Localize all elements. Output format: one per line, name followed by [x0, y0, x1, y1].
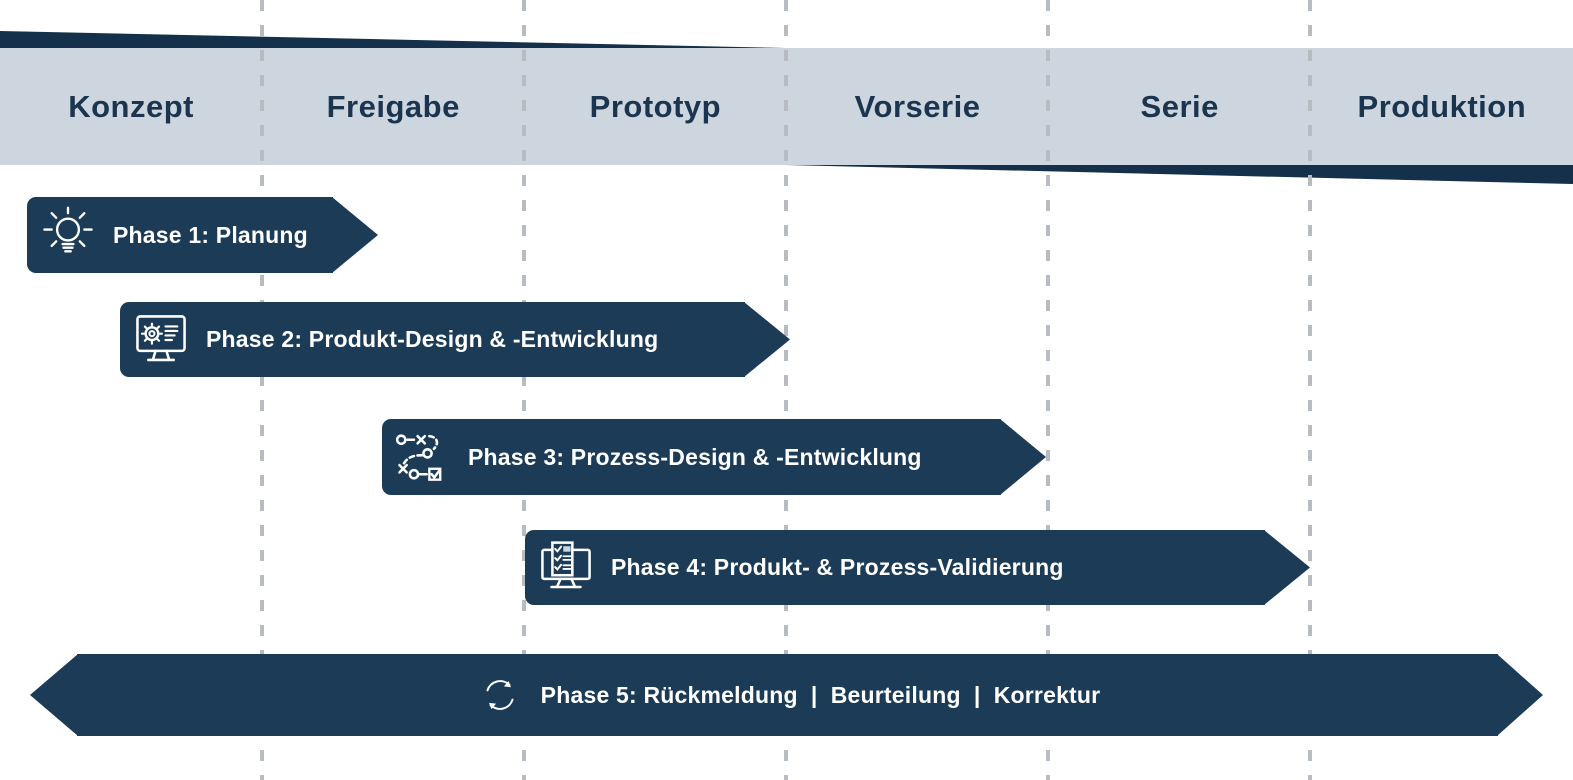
monitor-checklist-icon — [537, 539, 595, 597]
phase-5-bar-arrow-tip-left — [30, 654, 78, 736]
stage-label: Vorserie — [854, 88, 981, 124]
diagonal-ribbon-bottom — [786, 165, 1573, 184]
gridline-3 — [784, 0, 788, 780]
phase-4-bar: Phase 4: Produkt- & Prozess-Validierung — [525, 530, 1310, 605]
stage-cell-freigabe: Freigabe — [262, 48, 524, 165]
lightbulb-icon — [39, 206, 97, 264]
stage-label: Prototyp — [589, 88, 722, 124]
stage-cell-konzept: Konzept — [0, 48, 262, 165]
phase-3-bar-body — [382, 419, 1001, 495]
phase-2-label: Phase 2: Produkt-Design & -Entwicklung — [206, 326, 659, 352]
phase-1-bar: Phase 1: Planung — [27, 197, 378, 273]
gridline-1 — [260, 0, 264, 780]
phase-5-bar: Phase 5: Rückmeldung | Beurteilung | Kor… — [30, 654, 1545, 736]
gridline-2 — [522, 0, 526, 780]
phase-4-bar-arrow-tip — [1264, 530, 1310, 605]
stage-cell-serie: Serie — [1049, 48, 1311, 165]
phase-1-label: Phase 1: Planung — [113, 221, 308, 248]
strategy-path-icon — [394, 428, 452, 486]
gridline-5 — [1308, 0, 1312, 780]
monitor-gear-icon — [132, 311, 190, 369]
stage-label: Serie — [1140, 88, 1219, 124]
phase-2-bar: Phase 2: Produkt-Design & -Entwicklung — [120, 302, 790, 377]
phase-4-label: Phase 4: Produkt- & Prozess-Validierung — [611, 554, 1064, 580]
stage-cell-prototyp: Prototyp — [524, 48, 786, 165]
cycle-arrows-icon — [475, 670, 525, 720]
phase-5-bar-arrow-tip-right — [1497, 654, 1543, 736]
phase-5-bar-body — [77, 654, 1498, 736]
phase-3-label: Phase 3: Prozess-Design & -Entwicklung — [468, 443, 922, 470]
stage-label: Produktion — [1357, 88, 1527, 124]
phase-2-bar-arrow-tip — [744, 302, 790, 377]
phase-4-bar-body — [525, 530, 1265, 605]
phase-5-label: Phase 5: Rückmeldung | Beurteilung | Kor… — [540, 681, 1101, 708]
stage-cell-vorserie: Vorserie — [786, 48, 1048, 165]
stage-cell-produktion: Produktion — [1311, 48, 1573, 165]
phase-3-bar: Phase 3: Prozess-Design & -Entwicklung — [382, 419, 1046, 495]
phase-1-bar-arrow-tip — [332, 197, 378, 273]
stage-label: Konzept — [68, 88, 194, 124]
diagonal-ribbon-top — [0, 31, 786, 48]
stage-label: Freigabe — [326, 88, 460, 124]
gridline-4 — [1046, 0, 1050, 780]
phase-3-bar-arrow-tip — [1000, 419, 1046, 495]
phase-2-bar-body — [120, 302, 745, 377]
